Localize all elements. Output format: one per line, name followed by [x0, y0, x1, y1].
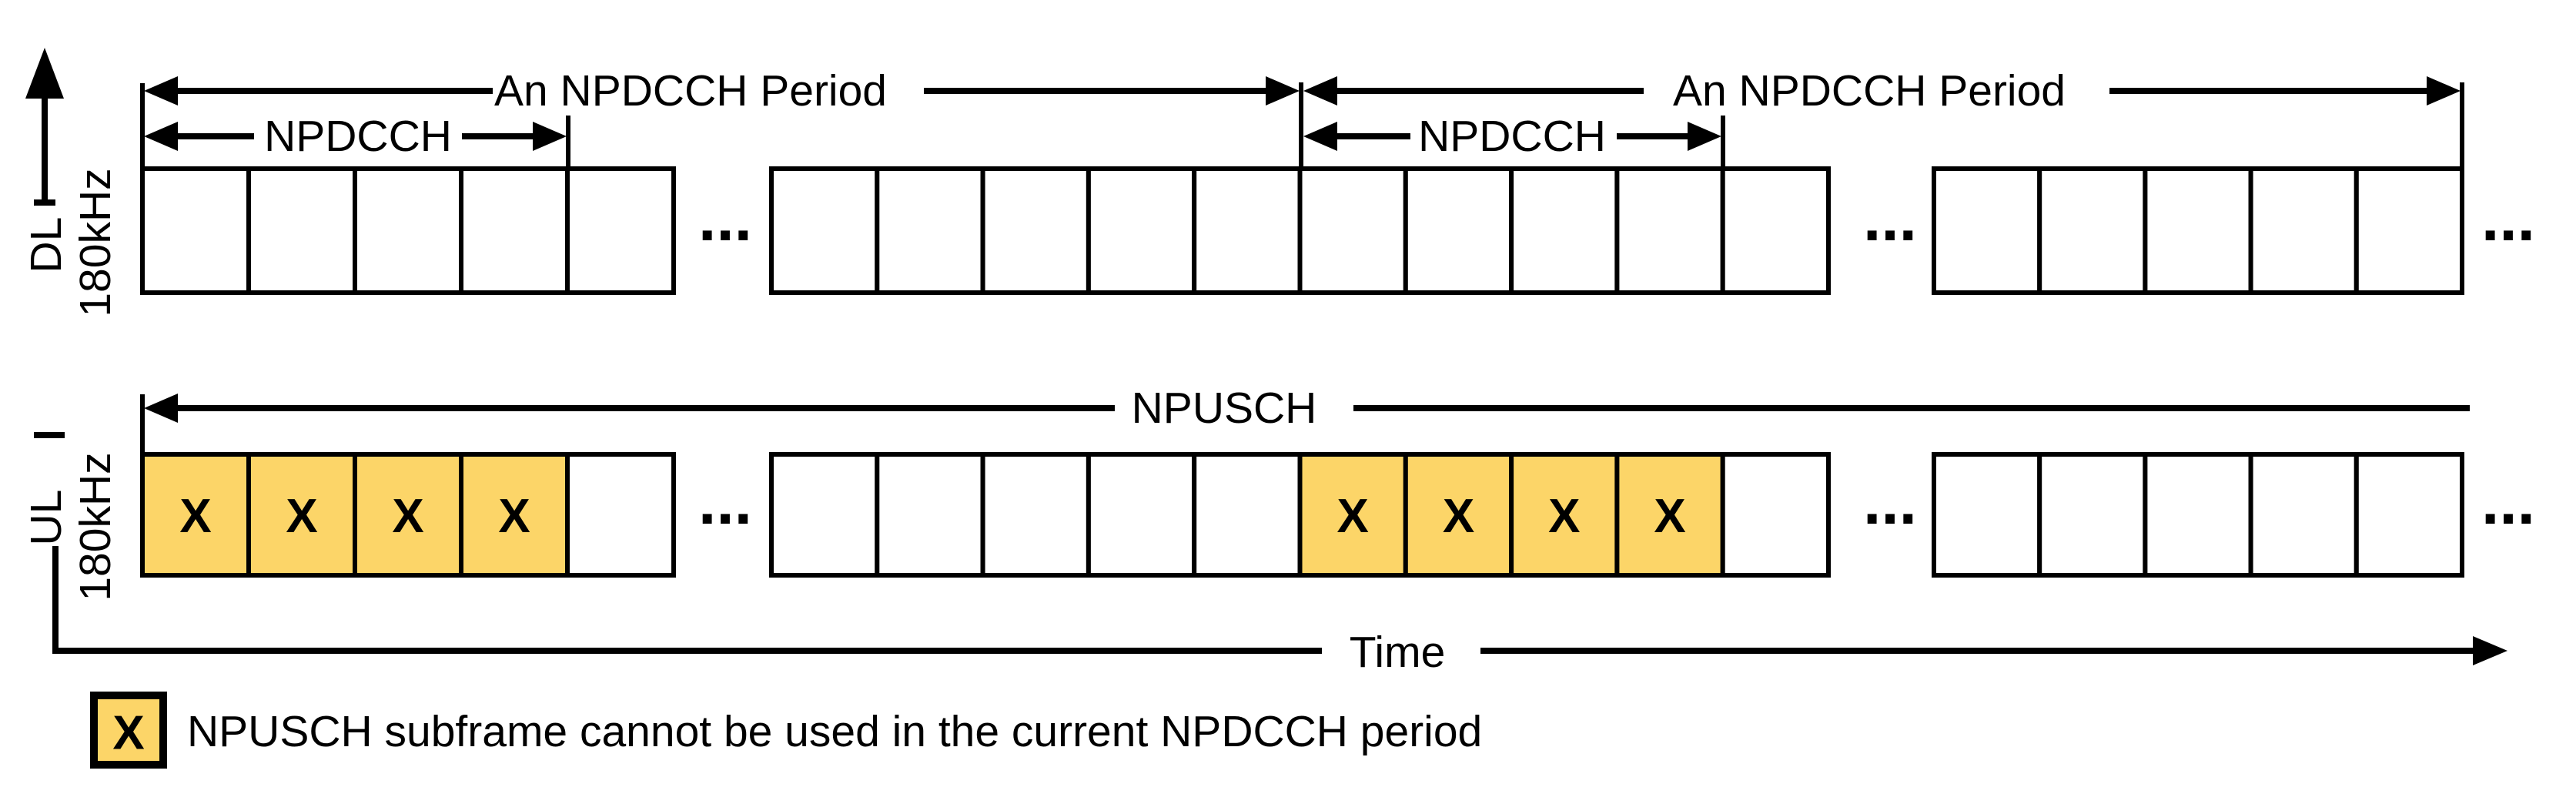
right-arrowhead-icon	[2427, 76, 2461, 106]
left-arrowhead-icon	[1303, 76, 1337, 106]
dl-bandwidth-label: 180kHz	[71, 168, 120, 317]
x-marker: X	[1654, 490, 1685, 543]
dl-subframe-box	[1720, 166, 1831, 295]
dl-subframe-box	[875, 166, 985, 295]
ul-subframe-box-blocked	[459, 452, 570, 578]
dl-subframe-box	[246, 166, 357, 295]
ul-subframe-box	[1720, 452, 1831, 578]
period1-label: An NPDCCH Period	[494, 66, 887, 116]
dl-subframe-box	[565, 166, 676, 295]
x-marker: X	[286, 490, 317, 543]
ul-subframe-box	[1192, 452, 1303, 578]
ul-subframe-box	[980, 452, 1091, 578]
dl-label: DL	[22, 217, 71, 273]
ul-subframe-box	[2037, 452, 2148, 578]
dl-subframe-box	[2354, 166, 2465, 295]
ul-subframe-box	[1086, 452, 1197, 578]
legend-description: NPUSCH subframe cannot be used in the cu…	[187, 707, 1482, 756]
ul-subframe-box	[769, 452, 880, 578]
right-arrowhead-icon	[1266, 76, 1300, 106]
period2-label: An NPDCCH Period	[1673, 66, 2066, 116]
dl-subframe-box	[1614, 166, 1725, 295]
ul-subframe-box	[565, 452, 676, 578]
left-arrowhead-icon	[144, 122, 178, 151]
ul-label: UL	[22, 490, 71, 546]
left-arrowhead-icon	[1303, 122, 1337, 151]
npdcch-period-measure-1: An NPDCCH Period	[140, 66, 1303, 169]
dl-gap2-ellipsis: ...	[1863, 182, 1917, 254]
time-axis: Time	[52, 546, 2507, 677]
x-marker: X	[498, 490, 530, 543]
npdcch-period-measure-2: An NPDCCH Period	[1303, 66, 2464, 169]
dl-subframe-box	[1192, 166, 1303, 295]
dl-subframe-box	[1932, 166, 2042, 295]
time-axis-label: Time	[1350, 628, 1446, 677]
dl-subframe-box	[140, 166, 251, 295]
x-marker: X	[1337, 490, 1369, 543]
dl-subframe-box	[769, 166, 880, 295]
npdcch-measure-2: NPDCCH	[1303, 112, 1725, 169]
ul-bandwidth-label: 180kHz	[71, 452, 120, 601]
left-arrowhead-icon	[144, 394, 178, 423]
ul-gap2-ellipsis: ...	[1863, 465, 1917, 538]
dl-subframe-box	[2143, 166, 2253, 295]
dl-subframe-box	[353, 166, 463, 295]
legend-swatch	[90, 692, 167, 769]
right-arrowhead-icon	[1688, 122, 1721, 151]
ul-trailing-ellipsis: ...	[2481, 465, 2535, 538]
dl-subframe-box	[1086, 166, 1197, 295]
legend-x-marker: X	[112, 707, 144, 760]
ul-subframe-box	[2354, 452, 2465, 578]
dl-subframe-box	[459, 166, 570, 295]
dl-subframe-box	[1403, 166, 1514, 295]
npdcch-measure-1: NPDCCH	[144, 112, 570, 169]
ul-subframe-box	[2143, 452, 2253, 578]
ul-subframe-box	[875, 452, 985, 578]
ul-subframe-box-blocked	[1509, 452, 1620, 578]
x-marker: X	[392, 490, 423, 543]
right-arrowhead-icon	[2473, 636, 2507, 665]
dl-gap1-ellipsis: ...	[698, 182, 752, 254]
npdcch2-label: NPDCCH	[1418, 112, 1606, 161]
ul-subframe-box	[2248, 452, 2359, 578]
ul-subframe-box-blocked	[1297, 452, 1408, 578]
dl-band-label: DL 180kHz	[22, 168, 120, 317]
ul-subframe-box-blocked	[1403, 452, 1514, 578]
ul-band-label: UL 180kHz	[22, 452, 120, 601]
left-arrowhead-icon	[144, 76, 178, 106]
x-marker: X	[1443, 490, 1474, 543]
dl-subframe-box	[980, 166, 1091, 295]
dl-subframe-box	[1297, 166, 1408, 295]
ul-gap1-ellipsis: ...	[698, 465, 752, 538]
dl-subframe-box	[2248, 166, 2359, 295]
right-arrowhead-icon	[533, 122, 567, 151]
x-marker: X	[179, 490, 211, 543]
npusch-label: NPUSCH	[1132, 384, 1317, 433]
dl-subframe-box	[1509, 166, 1620, 295]
up-arrowhead-icon	[25, 48, 64, 99]
npusch-measure: NPUSCH	[140, 384, 2470, 453]
frequency-axis	[25, 48, 65, 438]
ul-subframe-box	[1932, 452, 2042, 578]
dl-subframe-box	[2037, 166, 2148, 295]
time-axis-line-left	[52, 546, 1322, 654]
x-marker: X	[1548, 490, 1580, 543]
dl-trailing-ellipsis: ...	[2481, 182, 2535, 254]
npdcch1-label: NPDCCH	[264, 112, 452, 161]
legend: X NPUSCH subframe cannot be used in the …	[90, 692, 1482, 769]
